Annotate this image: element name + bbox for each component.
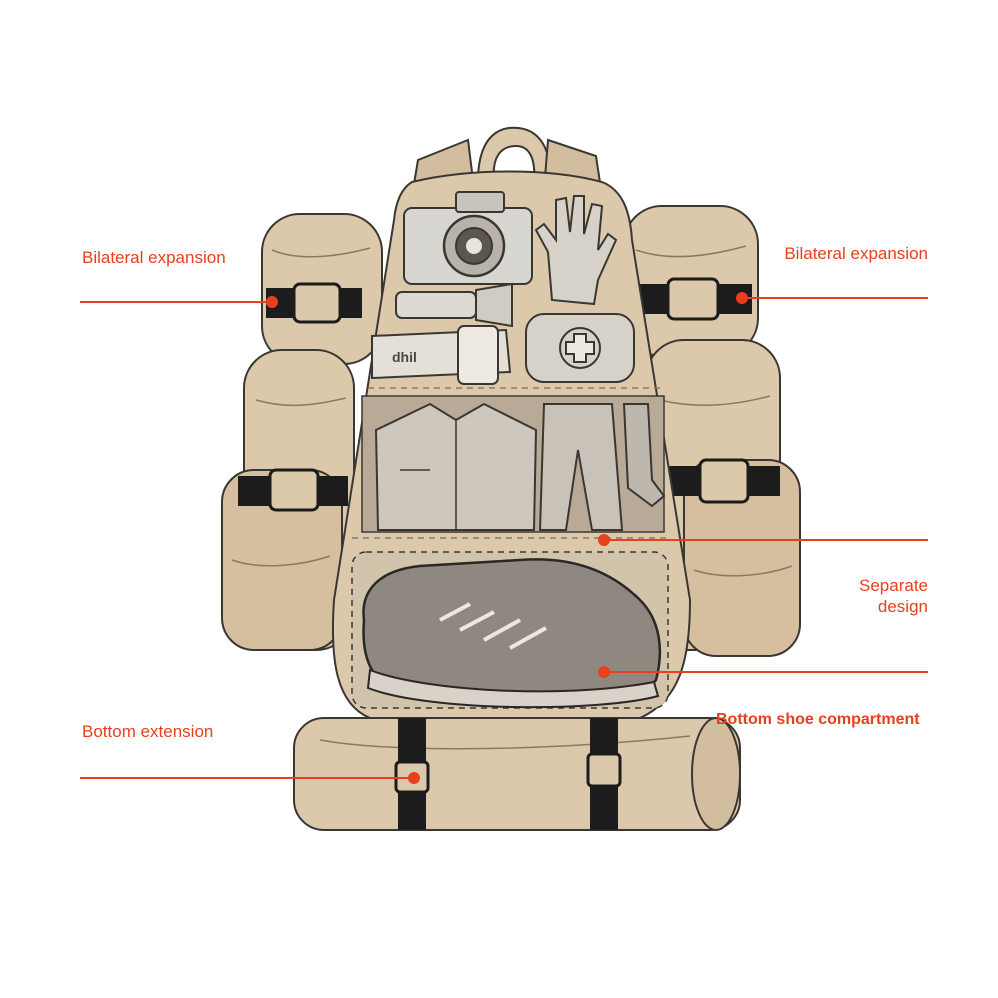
shoe-icon <box>352 552 668 708</box>
first-aid-kit-icon <box>526 314 634 382</box>
callout-right-mid-line2: design <box>859 596 928 617</box>
bottom-roll <box>294 718 740 830</box>
toothpaste-icon: dhil <box>372 326 510 384</box>
callout-left-top: Bilateral expansion <box>82 248 226 268</box>
callout-left-bottom: Bottom extension <box>82 722 213 742</box>
callout-right-bottom: Bottom shoe compartment <box>716 711 928 729</box>
callout-right-top: Bilateral expansion <box>784 244 928 264</box>
callout-right-mid-line1: Separate <box>859 575 928 596</box>
svg-text:dhil: dhil <box>392 349 417 365</box>
callout-right-mid: Separate design <box>859 575 928 617</box>
